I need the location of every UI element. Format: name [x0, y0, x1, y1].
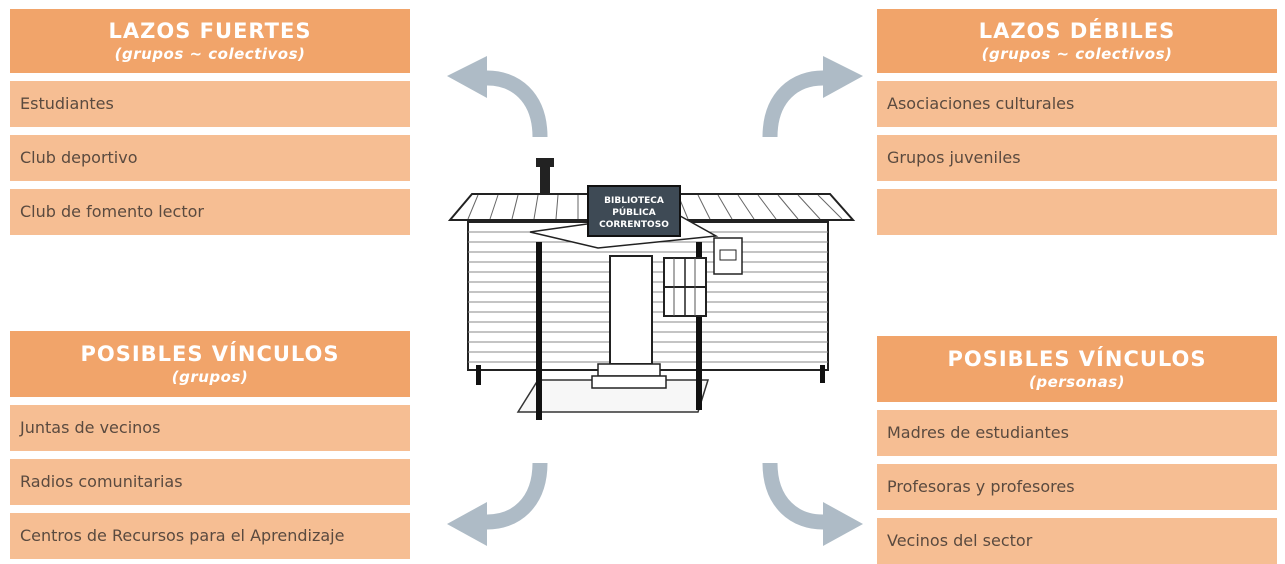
- list-item: Estudiantes: [10, 81, 410, 127]
- panel-title: POSIBLES VÍNCULOS: [947, 347, 1207, 371]
- panel-title: LAZOS FUERTES: [108, 19, 312, 43]
- panel-lazos-debiles: LAZOS DÉBILES (grupos ~ colectivos) Asoc…: [877, 9, 1277, 235]
- door: [609, 255, 653, 365]
- list-item: Centros de Recursos para el Aprendizaje: [10, 513, 410, 559]
- list-item: Juntas de vecinos: [10, 405, 410, 451]
- list-item: Profesoras y profesores: [877, 464, 1277, 510]
- sign-line-1: BIBLIOTECA: [604, 196, 664, 206]
- panel-header: LAZOS FUERTES (grupos ~ colectivos): [10, 9, 410, 73]
- step: [591, 375, 667, 389]
- list-item: Vecinos del sector: [877, 518, 1277, 564]
- porch-post-left: [536, 242, 542, 420]
- arrow-down-right-icon: [762, 462, 863, 546]
- library-building-illustration: BIBLIOTECA PÚBLICA CORRENTOSO: [448, 158, 856, 420]
- panel-subtitle: (personas): [1029, 373, 1125, 391]
- list-item: Grupos juveniles: [877, 135, 1277, 181]
- panel-header: LAZOS DÉBILES (grupos ~ colectivos): [877, 9, 1277, 73]
- chimney: [540, 162, 550, 214]
- panel-header: POSIBLES VÍNCULOS (grupos): [10, 331, 410, 397]
- arrow-down-left-icon: [447, 462, 548, 546]
- sign-line-2: PÚBLICA: [612, 206, 655, 218]
- list-item-empty: [877, 189, 1277, 235]
- panel-posibles-vinculos-personas: POSIBLES VÍNCULOS (personas) Madres de e…: [877, 336, 1277, 564]
- sign-line-3: CORRENTOSO: [599, 220, 669, 230]
- list-item: Madres de estudiantes: [877, 410, 1277, 456]
- list-item: Asociaciones culturales: [877, 81, 1277, 127]
- step: [597, 363, 661, 377]
- panel-subtitle: (grupos): [171, 368, 249, 386]
- panel-title: LAZOS DÉBILES: [978, 19, 1176, 43]
- wall-plaque: [713, 237, 743, 275]
- list-item: Club de fomento lector: [10, 189, 410, 235]
- library-sign: [587, 185, 681, 237]
- panel-header: POSIBLES VÍNCULOS (personas): [877, 336, 1277, 402]
- panel-subtitle: (grupos ~ colectivos): [981, 45, 1173, 63]
- list-item: Club deportivo: [10, 135, 410, 181]
- panel-subtitle: (grupos ~ colectivos): [114, 45, 306, 63]
- arrow-up-right-icon: [762, 56, 863, 138]
- panel-posibles-vinculos-grupos: POSIBLES VÍNCULOS (grupos) Juntas de vec…: [10, 331, 410, 559]
- porch-post-right: [696, 242, 702, 410]
- panel-title: POSIBLES VÍNCULOS: [80, 342, 340, 366]
- panel-lazos-fuertes: LAZOS FUERTES (grupos ~ colectivos) Estu…: [10, 9, 410, 235]
- list-item: Radios comunitarias: [10, 459, 410, 505]
- arrow-up-left-icon: [447, 56, 548, 138]
